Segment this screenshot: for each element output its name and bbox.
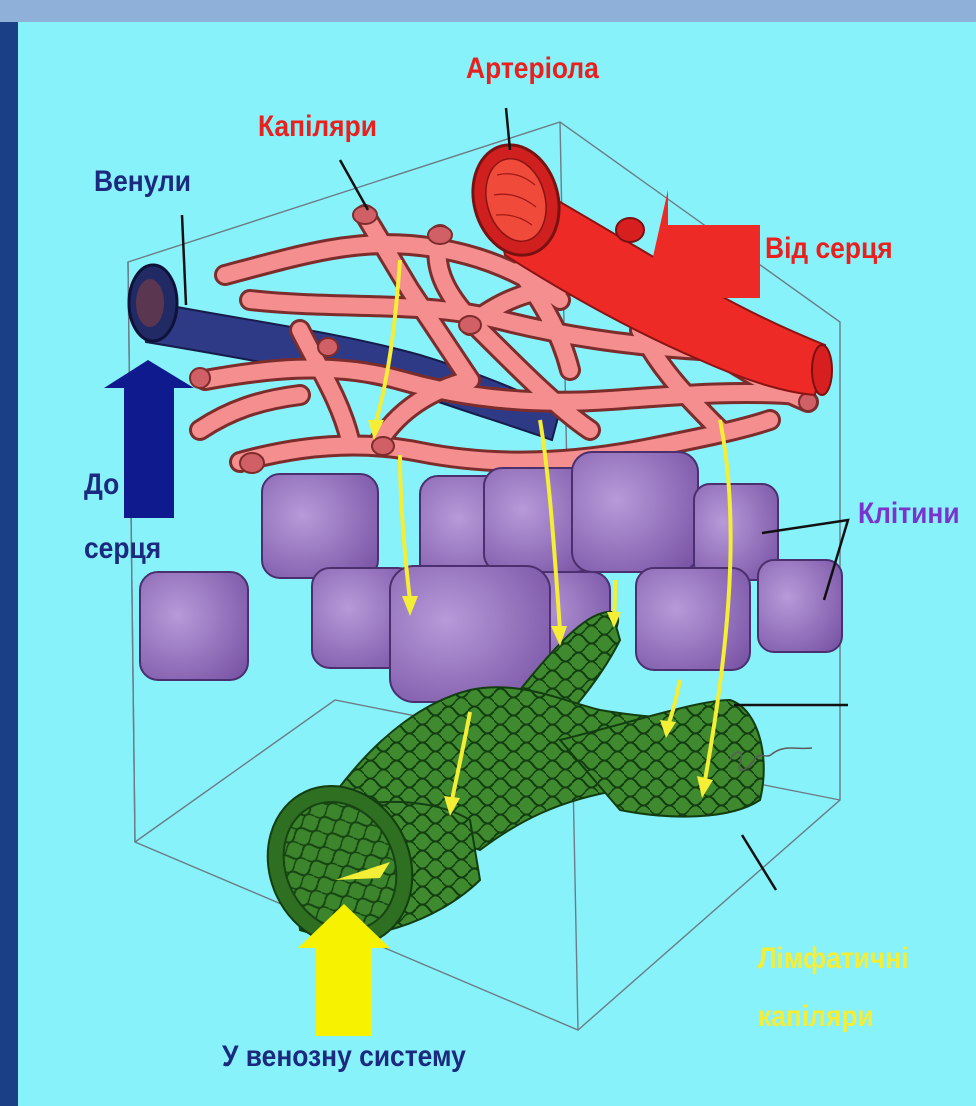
label-to-heart-line2: серця <box>84 532 161 565</box>
cell <box>140 572 248 680</box>
cell <box>572 452 698 572</box>
label-to-venous-system: У венозну систему <box>222 1040 466 1073</box>
top-strip <box>0 0 976 22</box>
label-capillaries: Капіляри <box>258 110 377 143</box>
cell <box>636 568 750 670</box>
label-to-heart-line1: До <box>84 468 119 501</box>
cell <box>758 560 842 652</box>
cell <box>262 474 378 578</box>
label-venules: Венули <box>94 165 191 198</box>
label-lymphatic-line1: Лімфатичні <box>758 942 909 975</box>
label-lymphatic-line2: капіляри <box>758 1000 874 1033</box>
label-arteriole: Артеріола <box>466 52 599 85</box>
label-from-heart: Від серця <box>765 232 893 265</box>
label-cells: Клітини <box>858 497 960 530</box>
